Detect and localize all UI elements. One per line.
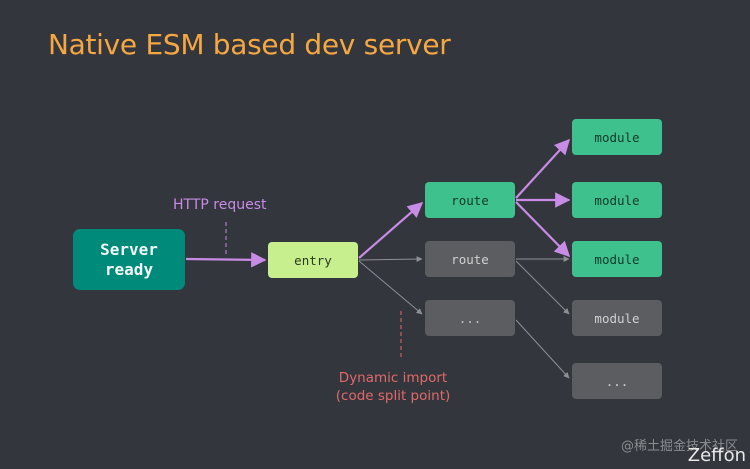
- module-node-1: module: [572, 119, 662, 155]
- route-node-active: route: [425, 182, 515, 218]
- page-title: Native ESM based dev server: [48, 28, 451, 61]
- arrow-entry-to-dots: [358, 260, 423, 315]
- arrow-server-to-entry: [185, 252, 267, 268]
- watermark: @稀土掘金技术社区: [620, 439, 738, 454]
- arrow-entry-to-route-cold: [358, 256, 423, 263]
- arrow-route-to-module-1: [515, 138, 571, 199]
- arrow-route-cold-to-module-4: [515, 260, 570, 315]
- entry-node: entry: [268, 242, 358, 278]
- dynamic-import-line2: (code split point): [335, 388, 451, 404]
- dynamic-import-line1: Dynamic import: [338, 370, 448, 386]
- arrow-dots-to-dots: [515, 319, 570, 379]
- module-node-4: module: [572, 300, 662, 336]
- ellipsis-node-bottom: ...: [572, 363, 662, 399]
- server-label-line1: Server: [100, 239, 158, 259]
- author-label: Zeffon: [687, 445, 746, 466]
- arrow-route-to-module-3: [515, 201, 571, 258]
- server-ready-node: Server ready: [73, 229, 185, 290]
- server-label-line2: ready: [104, 259, 154, 279]
- arrow-entry-to-route-hot: [358, 201, 424, 259]
- module-node-2: module: [572, 182, 662, 218]
- dynamic-import-label: Dynamic import (code split point): [332, 369, 454, 405]
- ellipsis-node-middle: ...: [425, 300, 515, 336]
- module-node-3: module: [572, 241, 662, 277]
- route-node-inactive: route: [425, 241, 515, 277]
- http-request-label: HTTP request: [173, 197, 267, 213]
